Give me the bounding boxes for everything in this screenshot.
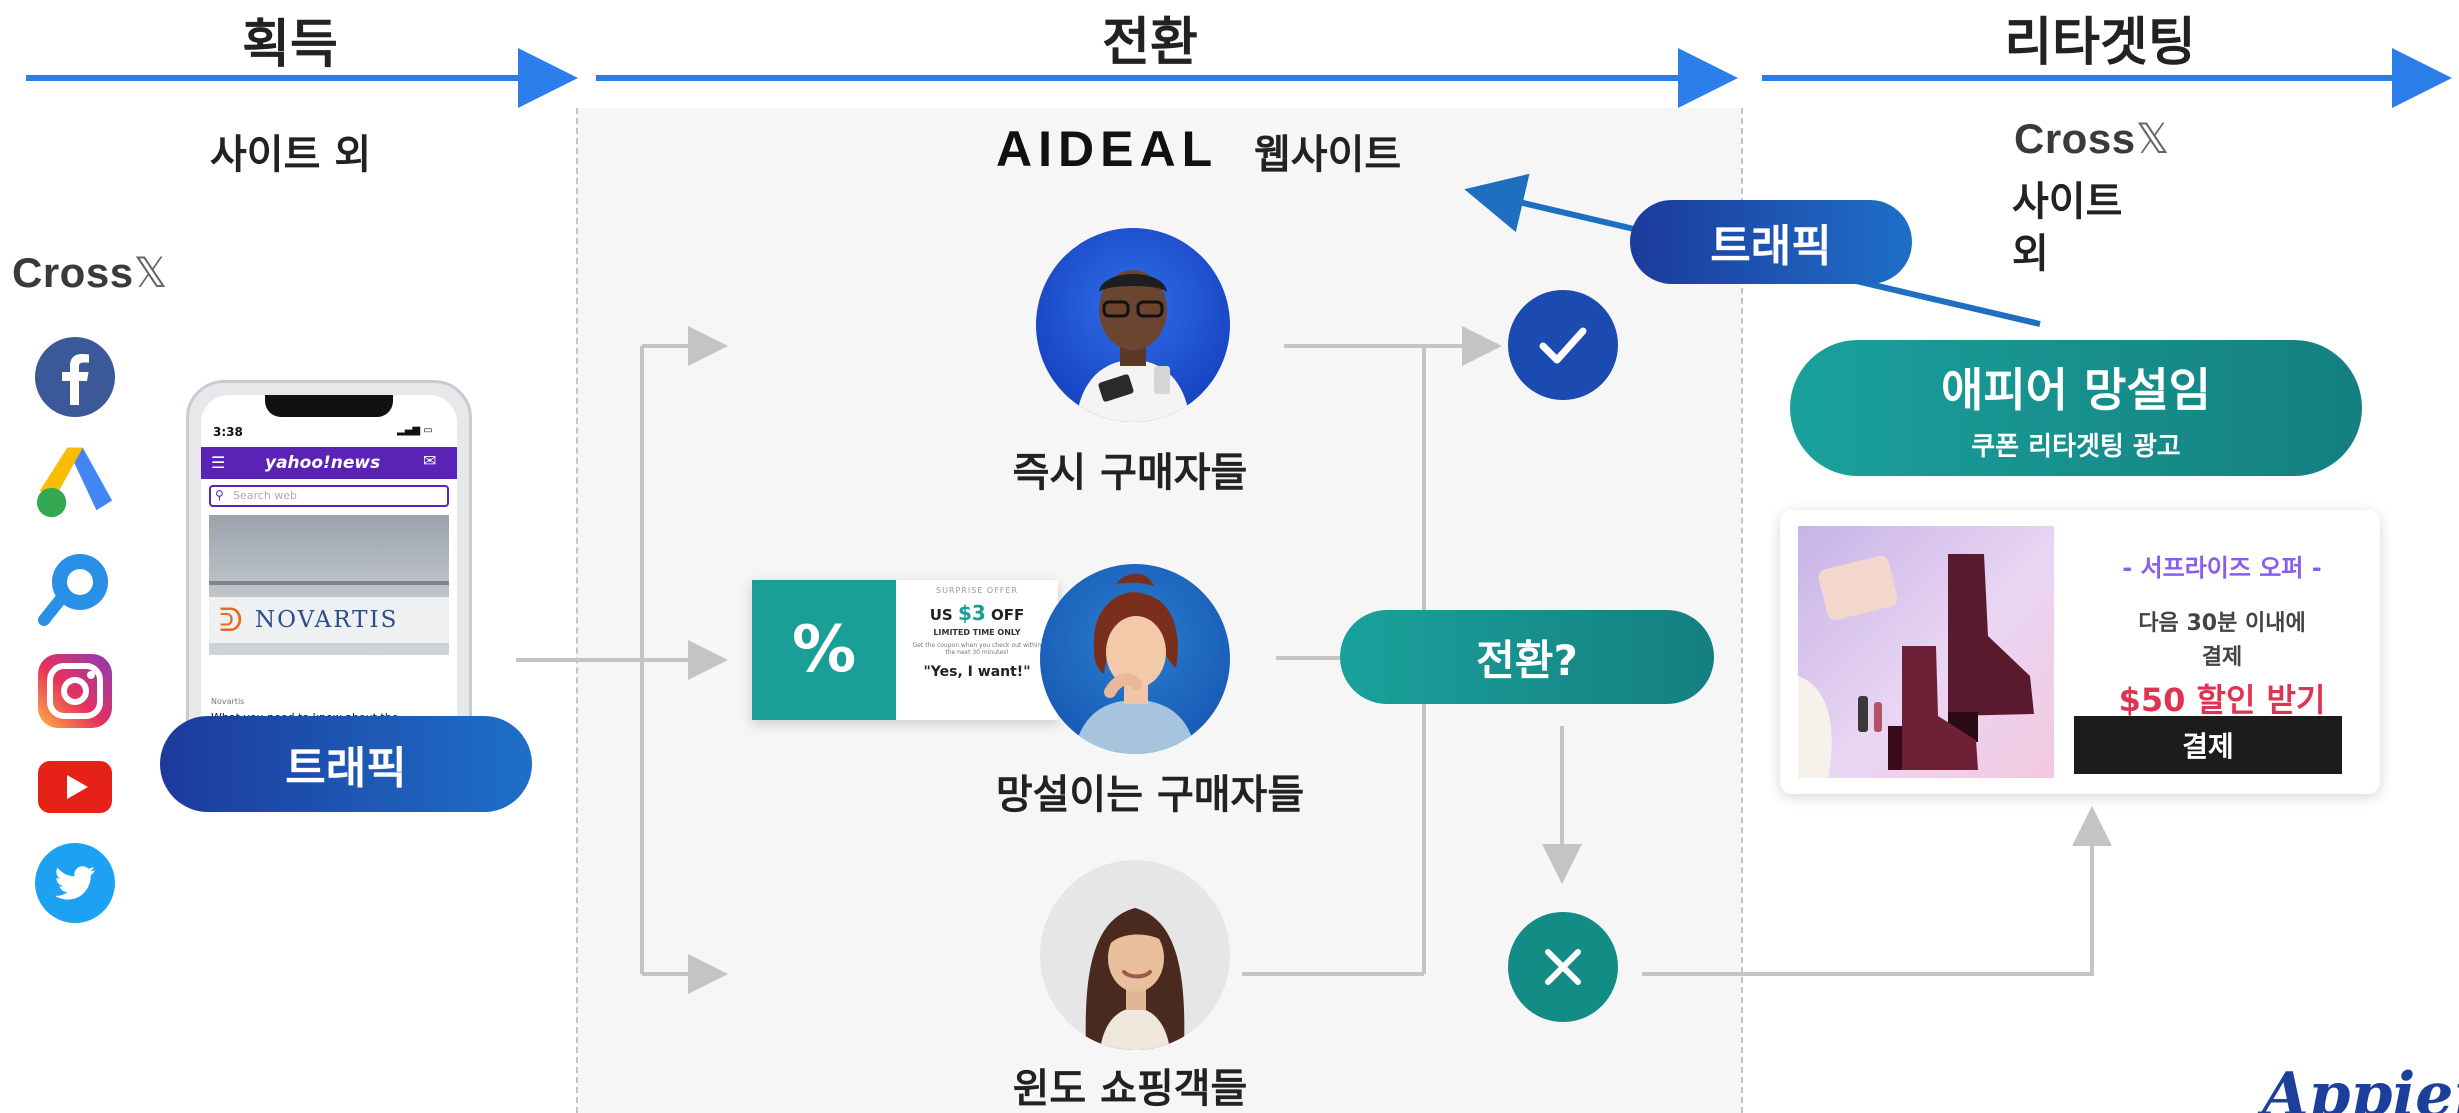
hesitant-buyer-avatar — [1040, 564, 1230, 754]
phone-mockup: 3:38 ▂▄▆ ▭ ☰ yahoo!news ✉ ⚲ Search web ᕲ… — [186, 380, 472, 760]
youtube-icon — [34, 746, 116, 828]
stage-title-retargeting: 리타겟팅 — [2004, 13, 2196, 73]
instant-buyer-avatar — [1036, 228, 1230, 422]
phone-search-placeholder: Search web — [233, 489, 298, 502]
stage-title-conversion: 전환 — [1102, 13, 1198, 73]
search-icon: ⚲ — [215, 488, 224, 502]
ad-line1: 다음 30분 이내에 — [2138, 611, 2306, 636]
divider-right — [1741, 108, 1743, 1113]
twitter-icon — [34, 842, 116, 924]
offsite-label-right: 사이트 외 — [2012, 179, 2123, 277]
crossx-logo-right: Cross𝕏 — [2014, 114, 2170, 163]
phone-signal-icon: ▂▄▆ ▭ — [397, 425, 433, 436]
instagram-icon — [34, 650, 116, 732]
conversion-question-pill: 전환? — [1340, 610, 1714, 704]
x-to-retargeting-arrow — [1642, 806, 2112, 976]
offsite-label: 사이트 외 — [210, 132, 372, 178]
not-converted-x-icon — [1508, 912, 1618, 1022]
yahoo-brand: yahoo!news — [265, 453, 381, 473]
instant-buyers-label: 즉시 구매자들 — [1012, 450, 1248, 496]
novartis-ad-text: NOVARTIS — [255, 607, 399, 633]
retargeting-ad-card: - 서프라이즈 오퍼 - 다음 30분 이내에 결제 $50 할인 받기 결제 — [1780, 510, 2380, 794]
appier-logo: Appier — [2262, 1060, 2459, 1113]
naver-search-icon — [34, 548, 116, 630]
coupon-fine-print: Get the coupon when you check out within… — [912, 642, 1042, 657]
google-ads-icon — [34, 440, 116, 522]
coupon-text: SURPRISE OFFER US $3 OFF LIMITED TIME ON… — [896, 586, 1058, 680]
traffic-pill-retargeting: 트래픽 — [1630, 200, 1912, 284]
ad-product-photo — [1798, 526, 2054, 778]
menu-icon[interactable]: ☰ — [211, 453, 226, 472]
crossx-logo-left: Cross𝕏 — [12, 248, 168, 297]
coupon-headline: US $3 OFF — [929, 601, 1025, 625]
ad-eyebrow: - 서프라이즈 오퍼 - — [2122, 554, 2322, 582]
coupon-limited: LIMITED TIME ONLY — [933, 628, 1021, 637]
phone-screen: 3:38 ▂▄▆ ▭ ☰ yahoo!news ✉ ⚲ Search web ᕲ… — [201, 395, 457, 757]
coupon-eyebrow: SURPRISE OFFER — [935, 586, 1019, 595]
news-photo: ᕲ NOVARTIS — [209, 515, 449, 655]
campaign-pill: 애피어 망설임 쿠폰 리타겟팅 광고 — [1790, 340, 2362, 476]
phone-notch — [265, 395, 393, 417]
article-category: Novartis — [211, 697, 245, 706]
yahoo-header: ☰ yahoo!news ✉ — [201, 447, 457, 479]
stage-arrows — [26, 48, 2452, 108]
ad-copy: - 서프라이즈 오퍼 - 다음 30분 이내에 결제 $50 할인 받기 — [2080, 548, 2364, 721]
converted-check-icon — [1508, 290, 1618, 400]
ad-line2: 결제 — [2201, 645, 2243, 670]
campaign-subtitle: 쿠폰 리타겟팅 광고 — [1971, 431, 2181, 462]
campaign-title: 애피어 망설임 — [1941, 362, 2211, 417]
ad-offer: $50 할인 받기 — [2118, 681, 2326, 719]
ad-checkout-button[interactable]: 결제 — [2074, 716, 2342, 774]
divider-left — [576, 108, 578, 1113]
window-shoppers-label: 윈도 쇼핑객들 — [1012, 1066, 1248, 1112]
coupon-percent-block: % — [752, 580, 896, 720]
mail-icon[interactable]: ✉ — [423, 451, 437, 470]
stage-title-acquisition: 획득 — [242, 15, 338, 75]
aideal-logo: AIDEAL — [996, 121, 1219, 177]
phone-search-bar[interactable]: ⚲ Search web — [209, 485, 449, 507]
coupon-card: % SURPRISE OFFER US $3 OFF LIMITED TIME … — [752, 580, 1058, 720]
hesitant-buyers-label: 망설이는 구매자들 — [995, 772, 1305, 818]
coupon-cta: "Yes, I want!" — [923, 664, 1031, 681]
window-shopper-avatar — [1040, 860, 1230, 1050]
novartis-flame-icon: ᕲ — [219, 601, 243, 639]
novartis-sign: ᕲ NOVARTIS — [209, 597, 449, 643]
facebook-icon — [34, 336, 116, 418]
traffic-pill-left: 트래픽 — [160, 716, 532, 812]
phone-time: 3:38 — [213, 425, 243, 439]
aideal-website-label: 웹사이트 — [1254, 132, 1402, 178]
